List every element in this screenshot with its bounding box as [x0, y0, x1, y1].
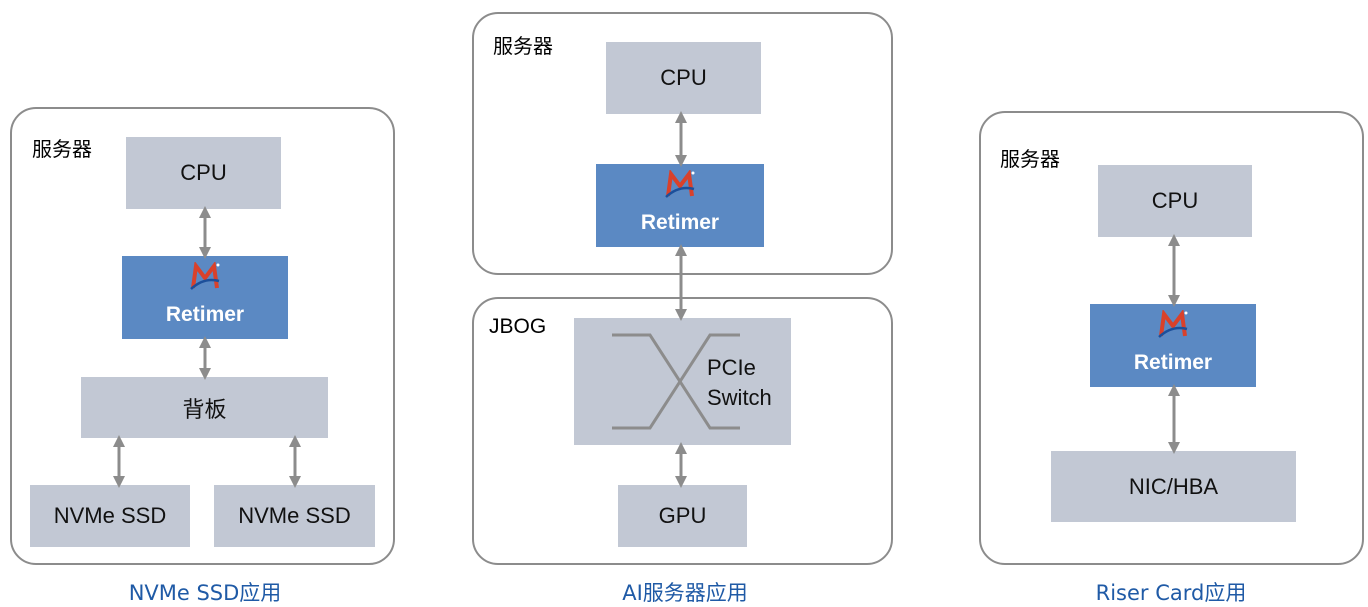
retimer-chip: Retimer — [1090, 304, 1256, 387]
caption-riser: Riser Card应用 — [1095, 581, 1247, 605]
caption-ai: AI服务器应用 — [622, 581, 748, 605]
retimer-logo-icon — [190, 262, 220, 290]
caption-nvme: NVMe SSD应用 — [128, 581, 282, 605]
server-frame-label: 服务器 — [32, 137, 92, 161]
nvme-ssd-box-left: NVMe SSD — [30, 485, 190, 547]
gpu-box: GPU — [618, 485, 747, 547]
server-frame-label: 服务器 — [1000, 147, 1060, 171]
server-frame-label: 服务器 — [493, 34, 553, 58]
retimer-label: Retimer — [165, 303, 245, 326]
cpu-box: CPU — [126, 137, 281, 209]
nic-hba-box: NIC/HBA — [1051, 451, 1296, 522]
cpu-box: CPU — [606, 42, 761, 114]
backplane-box: 背板 — [81, 377, 328, 438]
retimer-label: Retimer — [1133, 351, 1213, 374]
retimer-chip: Retimer — [596, 164, 764, 247]
nvme-ssd-box-right: NVMe SSD — [214, 485, 375, 547]
retimer-chip: Retimer — [122, 256, 288, 339]
jbog-frame-label: JBOG — [489, 315, 547, 338]
cpu-box: CPU — [1098, 165, 1252, 237]
retimer-logo-icon — [1158, 310, 1188, 338]
retimer-logo-icon — [665, 170, 695, 198]
pcie-switch-label: PCIe Switch — [707, 355, 772, 410]
retimer-label: Retimer — [640, 211, 720, 234]
